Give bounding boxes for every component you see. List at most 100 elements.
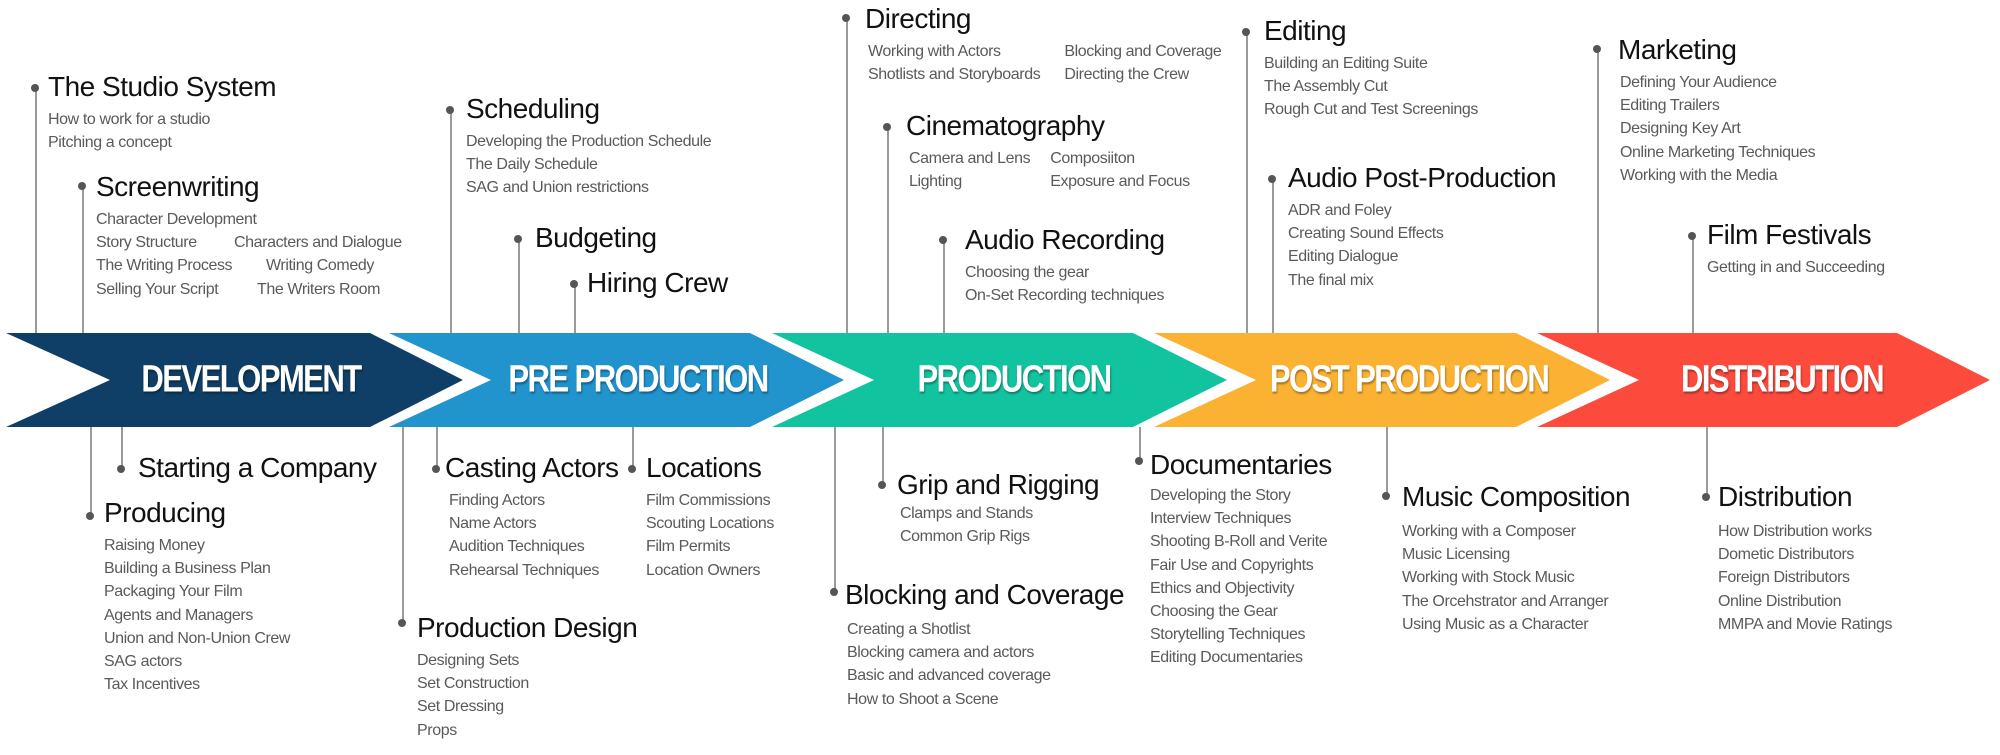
topic-items: Developing the Story Interview Technique… <box>1150 484 1332 670</box>
topic-title: Documentaries <box>1150 449 1332 480</box>
arrow-distribution <box>1537 333 1990 427</box>
topic-budgeting: Budgeting <box>535 223 657 253</box>
topic-title: Hiring Crew <box>587 267 728 298</box>
topic-item: Film Commissions <box>646 492 771 509</box>
topic-title: Starting a Company <box>138 452 377 483</box>
topic-item: Film Permits <box>646 538 731 556</box>
topic-item: Selling Your Script <box>96 280 219 298</box>
topic-item: Creating a Shotlist <box>847 621 971 638</box>
topic-item: Raising Money <box>104 537 205 554</box>
connector-line <box>1139 427 1141 461</box>
topic-item: Rough Cut and Test Screenings <box>1264 101 1479 119</box>
topic-grip-and-rigging: Grip and Rigging Clamps and Stands Commo… <box>897 469 1100 548</box>
bullet-dot-icon <box>939 236 947 244</box>
topic-title: Locations <box>646 452 762 483</box>
topic-item: SAG actors <box>104 653 182 671</box>
connector-line <box>518 239 520 333</box>
topic-item: Scouting Locations <box>646 515 775 533</box>
topic-title: Audio Recording <box>965 224 1165 255</box>
topic-item: Designing Key Art <box>1620 120 1741 138</box>
connector-line <box>90 427 92 516</box>
topic-items: Getting in and Succeeding <box>1707 256 1885 279</box>
bullet-dot-icon <box>86 512 94 520</box>
topic-item: Writing Comedy <box>266 257 374 275</box>
topic-item: The Assembly Cut <box>1264 78 1388 96</box>
topic-item: Online Marketing Techniques <box>1620 143 1816 161</box>
topic-item: Blocking camera and actors <box>847 644 1035 662</box>
topic-item: Shotlists and Storyboards <box>868 66 1041 84</box>
bullet-dot-icon <box>842 14 850 22</box>
topic-title: Grip and Rigging <box>897 469 1100 500</box>
topic-item: Choosing the gear <box>965 264 1089 281</box>
arrow-pre-production <box>389 333 844 427</box>
topic-item: Creating Sound Effects <box>1288 225 1444 243</box>
topic-item: Defining Your Audience <box>1620 74 1777 91</box>
topic-marketing: Marketing Defining Your Audience Editing… <box>1618 35 1816 187</box>
topic-cinematography: Cinematography Camera and Lens Composiit… <box>906 111 1190 193</box>
topic-title: Cinematography <box>906 110 1105 141</box>
topic-item: Character Development <box>96 211 257 228</box>
topic-item: Choosing the Gear <box>1150 603 1278 621</box>
topic-item: Location Owners <box>646 561 761 579</box>
topic-scheduling: Scheduling Developing the Production Sch… <box>466 93 712 200</box>
bullet-dot-icon <box>878 481 886 489</box>
stage-label-development: DEVELOPMENT <box>141 358 362 401</box>
topic-producing: Producing Raising Money Building a Busin… <box>104 498 290 696</box>
topic-item: Clamps and Stands <box>900 505 1033 522</box>
topic-items: How Distribution works Dometic Distribut… <box>1718 520 1892 636</box>
topic-title: Music Composition <box>1402 481 1631 512</box>
topic-item: Basic and advanced coverage <box>847 667 1051 685</box>
topic-title: Screenwriting <box>96 171 260 202</box>
topic-item: Packaging Your Film <box>104 583 243 601</box>
connector-line <box>887 127 889 333</box>
bullet-dot-icon <box>446 106 454 114</box>
topic-casting-actors: Casting Actors Finding Actors Name Actor… <box>445 453 619 582</box>
topic-items: Working with a Composer Music Licensing … <box>1402 520 1630 636</box>
topic-title: Audio Post-Production <box>1288 162 1557 193</box>
bullet-dot-icon <box>31 84 39 92</box>
topic-editing: Editing Building an Editing Suite The As… <box>1264 16 1478 122</box>
topic-item: Shooting B-Roll and Verite <box>1150 533 1328 551</box>
connector-line <box>1386 427 1388 496</box>
topic-items: Clamps and Stands Common Grip Rigs <box>897 502 1099 548</box>
topic-items: Film Commissions Scouting Locations Film… <box>646 489 774 582</box>
topic-audio-post-production: Audio Post-Production ADR and Foley Crea… <box>1288 162 1557 292</box>
connector-line <box>436 427 438 469</box>
topic-item: Tax Incentives <box>104 676 200 694</box>
topic-item: The Writing Process <box>96 257 233 275</box>
topic-items: Creating a Shotlist Blocking camera and … <box>845 618 1124 711</box>
topic-item: Online Distribution <box>1718 592 1842 610</box>
topic-item: Props <box>417 721 457 739</box>
topic-title: Scheduling <box>466 93 600 124</box>
topic-item: Set Construction <box>417 675 529 693</box>
topic-item: MMPA and Movie Ratings <box>1718 615 1893 633</box>
topic-item: Interview Techniques <box>1150 510 1292 528</box>
topic-items: Defining Your Audience Editing Trailers … <box>1618 71 1816 187</box>
connector-line <box>1706 427 1708 496</box>
connector-line <box>1692 236 1694 333</box>
topic-item: Rehearsal Techniques <box>449 561 600 579</box>
topic-item: Characters and Dialogue <box>234 234 402 252</box>
topic-locations: Locations Film Commissions Scouting Loca… <box>646 453 774 582</box>
bullet-dot-icon <box>830 588 838 596</box>
topic-item: Storytelling Techniques <box>1150 626 1306 644</box>
topic-title: Budgeting <box>535 222 657 253</box>
connector-line <box>402 427 404 623</box>
topic-item: Fair Use and Copyrights <box>1150 556 1314 574</box>
topic-item: Agents and Managers <box>104 606 253 624</box>
topic-item: Building a Business Plan <box>104 560 271 578</box>
topic-item: Common Grip Rigs <box>900 528 1030 546</box>
connector-line <box>35 88 37 333</box>
topic-item: Developing the Production Schedule <box>466 133 712 150</box>
connector-line <box>1597 49 1599 333</box>
topic-item: Working with Actors <box>868 43 1001 60</box>
topic-items: Building an Editing Suite The Assembly C… <box>1264 52 1478 122</box>
bullet-dot-icon <box>514 235 522 243</box>
topic-item: Composiiton <box>1050 150 1135 167</box>
topic-the-studio-system: The Studio System How to work for a stud… <box>48 72 277 154</box>
arrow-development <box>6 333 463 427</box>
topic-item: Working with a Composer <box>1402 523 1576 540</box>
topic-directing: Directing Working with Actors Blocking a… <box>865 4 1222 86</box>
